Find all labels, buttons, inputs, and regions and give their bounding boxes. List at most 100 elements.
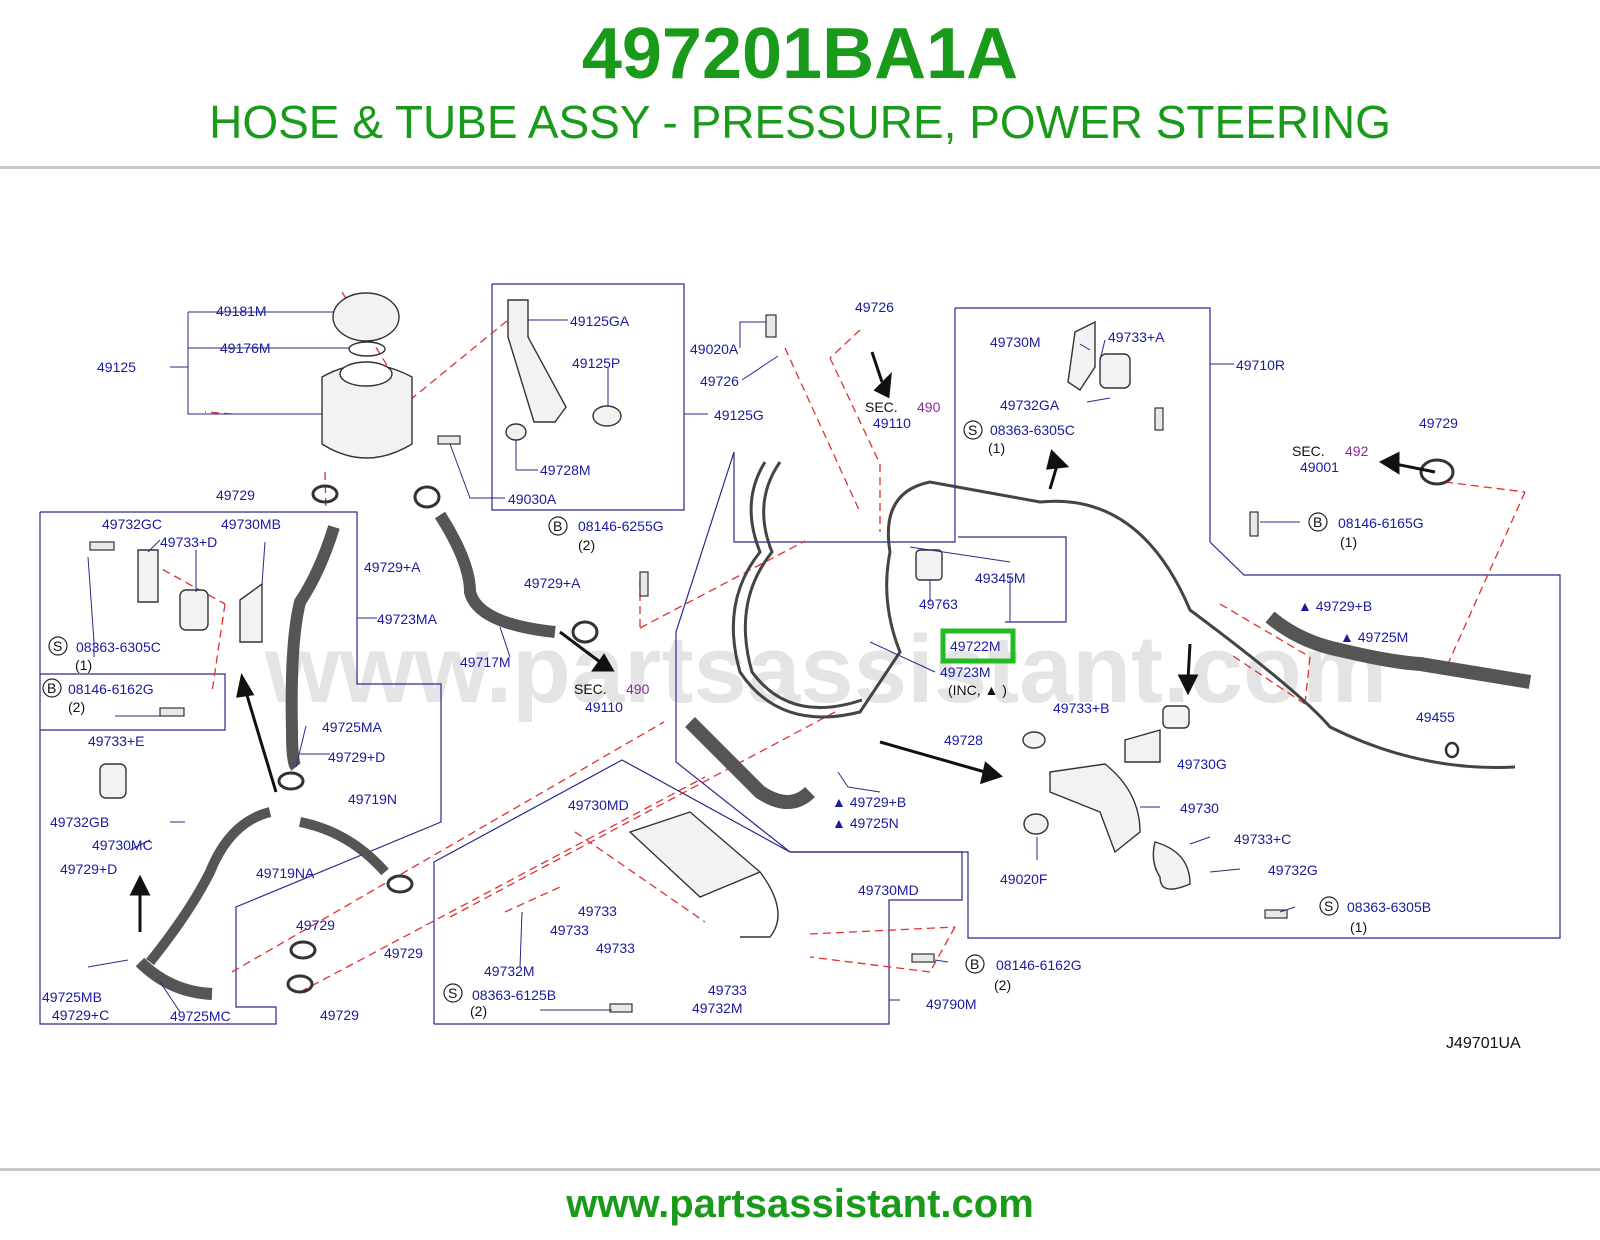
circle-letter: B (970, 956, 979, 972)
box-left (39, 511, 442, 1025)
part-label: 49729 (296, 917, 335, 933)
clamp-49729-low (289, 940, 317, 960)
part-label: 08146-6162G (68, 681, 154, 697)
part-label: 49725MA (322, 719, 383, 735)
part-label: 49181M (216, 303, 267, 319)
part-label: 49728M (540, 462, 591, 478)
circle-markers (42, 420, 1339, 1003)
part-label: 08363-6305B (1347, 899, 1431, 915)
part-label: 49729+D (60, 861, 117, 877)
circle-mark-b-1 (548, 516, 568, 536)
part-label: 49733 (578, 903, 617, 919)
circle-mark-b-4 (965, 954, 985, 974)
part-label: ▲ 49725M (1340, 629, 1408, 645)
part-label: 08363-6125B (472, 987, 556, 1003)
part-label: 49730G (1177, 756, 1227, 772)
part-label: 49732GA (1000, 397, 1060, 413)
part-label: 49125G (714, 407, 764, 423)
bolt-08146-6165g (1249, 511, 1259, 537)
clamp-49733b (1162, 705, 1190, 729)
clamp-49729-bottom (286, 974, 314, 994)
part-label: 49729 (384, 945, 423, 961)
hose-49725m (1265, 611, 1532, 689)
clamp-49733c (1152, 841, 1191, 890)
bolt-08363-6305b (1264, 909, 1288, 919)
part-shapes (99, 292, 1532, 1000)
hose-49725mc (135, 957, 213, 1000)
bolt-08146-6255g (639, 571, 649, 597)
part-label: (1) (75, 657, 92, 673)
part-labels: 49181M49176M4912549125GA49125P49125G4972… (42, 299, 1458, 1024)
part-label: 49001 (1300, 459, 1339, 475)
section-prefix: SEC. (1292, 443, 1325, 459)
part-label: ▲ 49725N (832, 815, 899, 831)
part-label: 49020F (1000, 871, 1047, 887)
o-ring-49455 (1444, 741, 1460, 759)
part-label: 49730M (990, 334, 1041, 350)
part-label: 49730MD (858, 882, 919, 898)
clamp-49729-top (311, 484, 339, 504)
part-label: ▲ 49729+B (832, 794, 906, 810)
watermark: www.partsassistant.com (264, 616, 1387, 723)
section-prefix: SEC. (865, 399, 898, 415)
circle-mark-s-1 (963, 420, 983, 440)
part-label: (INC, ▲ ) (948, 682, 1007, 698)
clamp-49733e (99, 763, 127, 799)
bolt-49030a (437, 435, 461, 445)
diagram-code: J49701UA (1446, 1035, 1521, 1052)
bracket-49730 (1049, 763, 1141, 854)
box-bracket (491, 283, 685, 511)
parts-diagram: www.partsassistant.com (0, 172, 1600, 1170)
part-label: 49729 (1419, 415, 1458, 431)
part-label: 49030A (508, 491, 557, 507)
bolts (89, 314, 1288, 1013)
part-label: 08146-6255G (578, 518, 664, 534)
bracket-49730g (1124, 729, 1161, 763)
part-label: 49763 (919, 596, 958, 612)
part-label: 08146-6162G (996, 957, 1082, 973)
part-label: (2) (470, 1003, 487, 1019)
circle-letter: B (553, 518, 562, 534)
collar (505, 423, 527, 441)
circle-letter: B (47, 680, 56, 696)
page-header: 497201BA1A HOSE & TUBE ASSY - PRESSURE, … (0, 0, 1600, 168)
highlighted-part-label[interactable]: 49722M (950, 638, 1001, 654)
part-label: 49790M (926, 996, 977, 1012)
highlight-box (940, 628, 1016, 664)
collar-49728 (1022, 731, 1046, 749)
bracket-49730m (1067, 320, 1096, 391)
clamp-49729-mid (386, 874, 414, 894)
part-label: 49733 (550, 922, 589, 938)
group-boxes (39, 283, 1561, 1025)
part-label: 49125P (572, 355, 620, 371)
section-prefix: SEC. (574, 681, 607, 697)
hose-49717m (434, 511, 556, 638)
part-label: (2) (68, 699, 85, 715)
o-ring (348, 341, 386, 357)
part-label: 49733+B (1053, 700, 1109, 716)
reservoir-bracket (507, 299, 567, 423)
part-label: 49125 (97, 359, 136, 375)
bolt-08363-6305c-left (89, 541, 115, 551)
box-left-inner (40, 673, 226, 731)
part-label: 49110 (585, 699, 623, 715)
part-label: 49710R (1236, 357, 1285, 373)
reservoir-neck (339, 361, 393, 387)
part-label: 49733+C (1234, 831, 1291, 847)
part-label: 49110 (873, 415, 911, 431)
circle-mark-s-3 (1319, 896, 1339, 916)
part-label: 49732M (692, 1000, 743, 1016)
bolt-49020a (765, 314, 777, 338)
part-label: 49733+D (160, 534, 217, 550)
part-label: 49729+D (328, 749, 385, 765)
bolt-08363-6125b (609, 1003, 633, 1013)
clamp-49729a-top (413, 485, 441, 509)
part-label: 49729+A (364, 559, 421, 575)
part-description: HOSE & TUBE ASSY - PRESSURE, POWER STEER… (209, 96, 1391, 148)
circle-mark-s-4 (443, 983, 463, 1003)
part-label: (1) (988, 440, 1005, 456)
circle-mark-b-3 (42, 678, 62, 698)
box-inc (958, 536, 1067, 623)
circle-letters: S B B S B S B S (47, 422, 1333, 1001)
cooler-loop (740, 871, 779, 938)
